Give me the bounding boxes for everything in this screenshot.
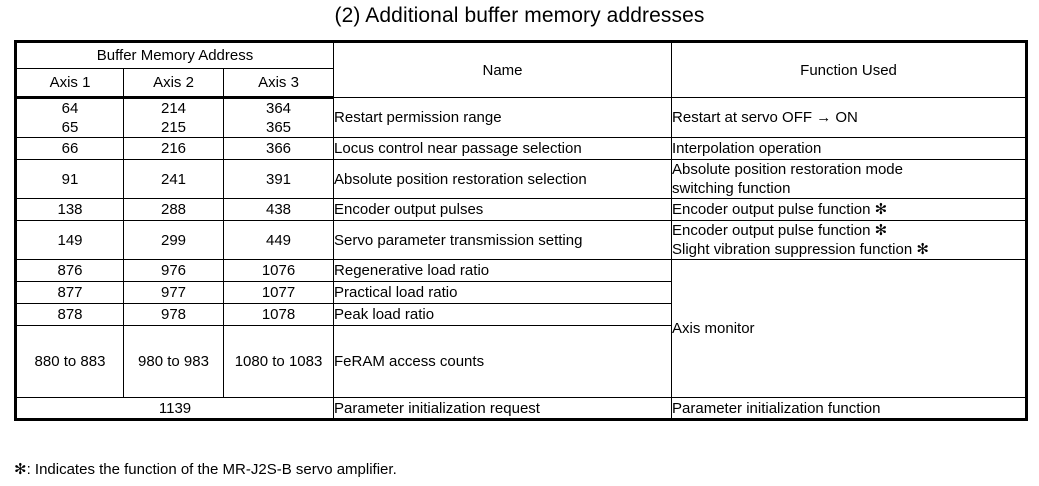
cell-axis3-line3: 1083 xyxy=(288,353,323,370)
cell-function: Absolute position restoration mode switc… xyxy=(671,159,1028,199)
table-row: 66 216 366 Locus control near passage se… xyxy=(15,137,1028,160)
buffer-memory-address-table: Buffer Memory Address Name Function Used… xyxy=(14,40,1029,421)
cell-name: Absolute position restoration selection xyxy=(333,159,673,199)
cell-axis3-line2: to xyxy=(272,353,285,370)
cell-function: Encoder output pulse function ✻ Slight v… xyxy=(671,220,1028,260)
cell-axis2: 978 xyxy=(123,303,224,326)
cell-function: Parameter initialization function xyxy=(671,397,1028,420)
cell-axis3: 391 xyxy=(222,159,335,199)
cell-axis3: 364 365 xyxy=(222,97,335,138)
cell-axis2: 216 xyxy=(123,137,224,160)
cell-name: Parameter initialization request xyxy=(333,397,673,420)
cell-function-line2: switching function xyxy=(672,180,791,197)
table-row: 1139 Parameter initialization request Pa… xyxy=(14,397,1028,420)
cell-axis1: 91 xyxy=(15,159,124,199)
cell-axis3: 1078 xyxy=(222,303,335,326)
table-row: 64 65 214 215 364 365 Restart permission… xyxy=(15,97,1028,138)
cell-function-line1: Absolute position restoration mode xyxy=(672,161,903,178)
footnote-asterisk-note: ✻: Indicates the function of the MR-J2S-… xyxy=(14,461,397,478)
cell-axis3: 1076 xyxy=(222,259,335,282)
cell-name: Restart permission range xyxy=(333,97,673,138)
table-row: 138 288 438 Encoder output pulses Encode… xyxy=(15,198,1028,221)
header-name: Name xyxy=(333,41,673,98)
cell-axis2: 241 xyxy=(123,159,224,199)
cell-axis1: 876 xyxy=(15,259,124,282)
cell-name: Servo parameter transmission setting xyxy=(333,220,673,260)
table-row: 91 241 391 Absolute position restoration… xyxy=(15,159,1028,199)
cell-axis3-line1: 364 xyxy=(265,100,292,117)
cell-axis2-line2: 215 xyxy=(160,119,187,136)
header-function-used: Function Used xyxy=(671,41,1028,98)
cell-axis2: 976 xyxy=(123,259,224,282)
cell-axis1: 878 xyxy=(15,303,124,326)
cell-name: Regenerative load ratio xyxy=(333,259,673,282)
page-title: (2) Additional buffer memory addresses xyxy=(334,4,705,27)
cell-name: Practical load ratio xyxy=(333,281,673,304)
cell-axis2-line3: 983 xyxy=(183,353,209,370)
cell-axis1-line1: 880 xyxy=(34,353,60,370)
header-axis-3: Axis 3 xyxy=(222,68,335,99)
cell-function-line1: Encoder output pulse function ✻ xyxy=(672,222,888,239)
table-row: 876 976 1076 Regenerative load ratio Axi… xyxy=(15,259,1028,398)
cell-axis3: 366 xyxy=(222,137,335,160)
cell-axis1: 64 65 xyxy=(15,97,124,138)
table-row: 877 977 1077 Practical load ratio xyxy=(15,281,1027,304)
cell-axis2: 299 xyxy=(123,220,224,260)
cell-axis2-line1: 214 xyxy=(160,100,187,117)
cell-axis1-line3: 883 xyxy=(80,353,106,370)
cell-axis2: 288 xyxy=(123,198,224,221)
cell-function: Restart at servo OFF → ON xyxy=(671,97,1028,138)
cell-name: FeRAM access counts xyxy=(333,325,673,398)
cell-axis3-line1: 1080 xyxy=(234,353,269,370)
table-row: 878 978 1078 Peak load ratio xyxy=(15,303,1027,326)
cell-axis1: 138 xyxy=(15,198,124,221)
cell-axis1: 877 xyxy=(15,281,124,304)
cell-function-axis-monitor: Axis monitor xyxy=(671,259,1028,398)
cell-axis3: 1077 xyxy=(222,281,335,304)
cell-axis1-line2: 65 xyxy=(61,119,79,136)
cell-axis3: 449 xyxy=(222,220,335,260)
header-axis-2: Axis 2 xyxy=(123,68,224,99)
cell-axis1: 149 xyxy=(15,220,124,260)
cell-axis2: 980 to 983 xyxy=(123,325,224,398)
table-header-row-group: Buffer Memory Address Name Function Used xyxy=(14,41,1028,98)
cell-function: Interpolation operation xyxy=(671,137,1028,160)
cell-axis2: 214 215 xyxy=(123,97,224,138)
table-row: 149 299 449 Servo parameter transmission… xyxy=(15,220,1028,260)
cell-axis1-line2: to xyxy=(63,353,77,370)
buffer-memory-table-wrapper: Buffer Memory Address Name Function Used… xyxy=(14,40,1029,421)
cell-function: Encoder output pulse function ✻ xyxy=(671,198,1028,221)
cell-axis2-line1: 980 xyxy=(138,353,164,370)
cell-axis1: 880 to 883 xyxy=(15,325,124,398)
cell-axis2: 977 xyxy=(123,281,224,304)
cell-name: Locus control near passage selection xyxy=(333,137,673,160)
cell-axis1: 66 xyxy=(15,137,124,160)
header-buffer-memory-address: Buffer Memory Address xyxy=(14,41,335,69)
cell-name: Encoder output pulses xyxy=(333,198,673,221)
cell-axis2-line2: to xyxy=(167,353,180,370)
cell-axis3: 1080 to 1083 xyxy=(222,325,335,398)
cell-function-line2: Slight vibration suppression function ✻ xyxy=(672,241,929,258)
cell-axis3-line2: 365 xyxy=(265,119,292,136)
table-row: 880 to 883 980 to 983 1080 to 1083 FeRA xyxy=(15,325,1027,398)
cell-axis1-line1: 64 xyxy=(61,100,79,117)
cell-address-all-axes: 1139 xyxy=(14,397,335,420)
cell-name: Peak load ratio xyxy=(333,303,673,326)
cell-axis3: 438 xyxy=(222,198,335,221)
header-axis-1: Axis 1 xyxy=(15,68,124,99)
table-header-row-axes: Axis 1 Axis 2 Axis 3 xyxy=(15,68,1027,99)
